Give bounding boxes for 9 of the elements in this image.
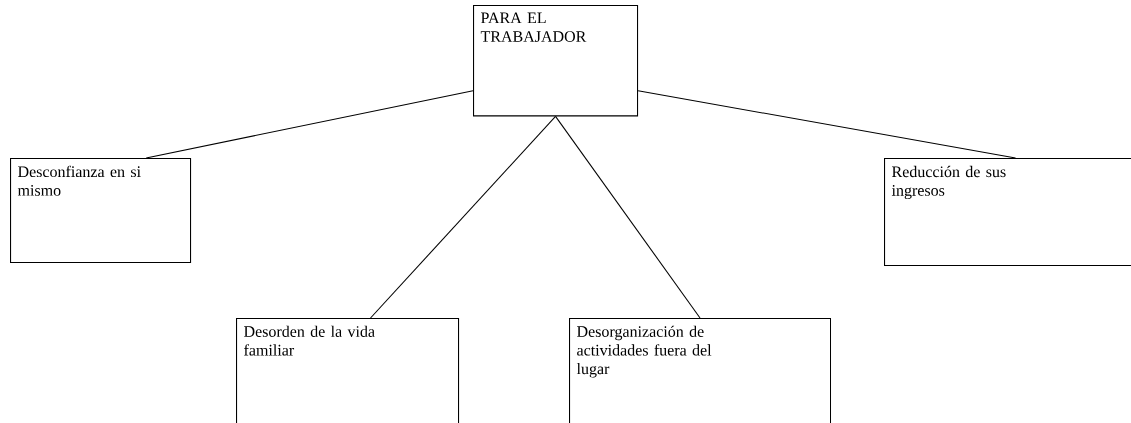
connector-line (145, 90, 474, 159)
connector-line (555, 115, 701, 319)
connector-line (637, 90, 1017, 159)
text-box: PARA EL TRABAJADOR (473, 5, 639, 117)
text-box: Desconfianza en si mismo (10, 158, 192, 264)
connector-line (370, 115, 557, 319)
text-box: Desorden de la vida familiar (236, 318, 460, 423)
text-box: Desorganización de actividades fuera del lugar (569, 318, 832, 423)
text-box: Reducción de sus ingresos (884, 158, 1131, 267)
